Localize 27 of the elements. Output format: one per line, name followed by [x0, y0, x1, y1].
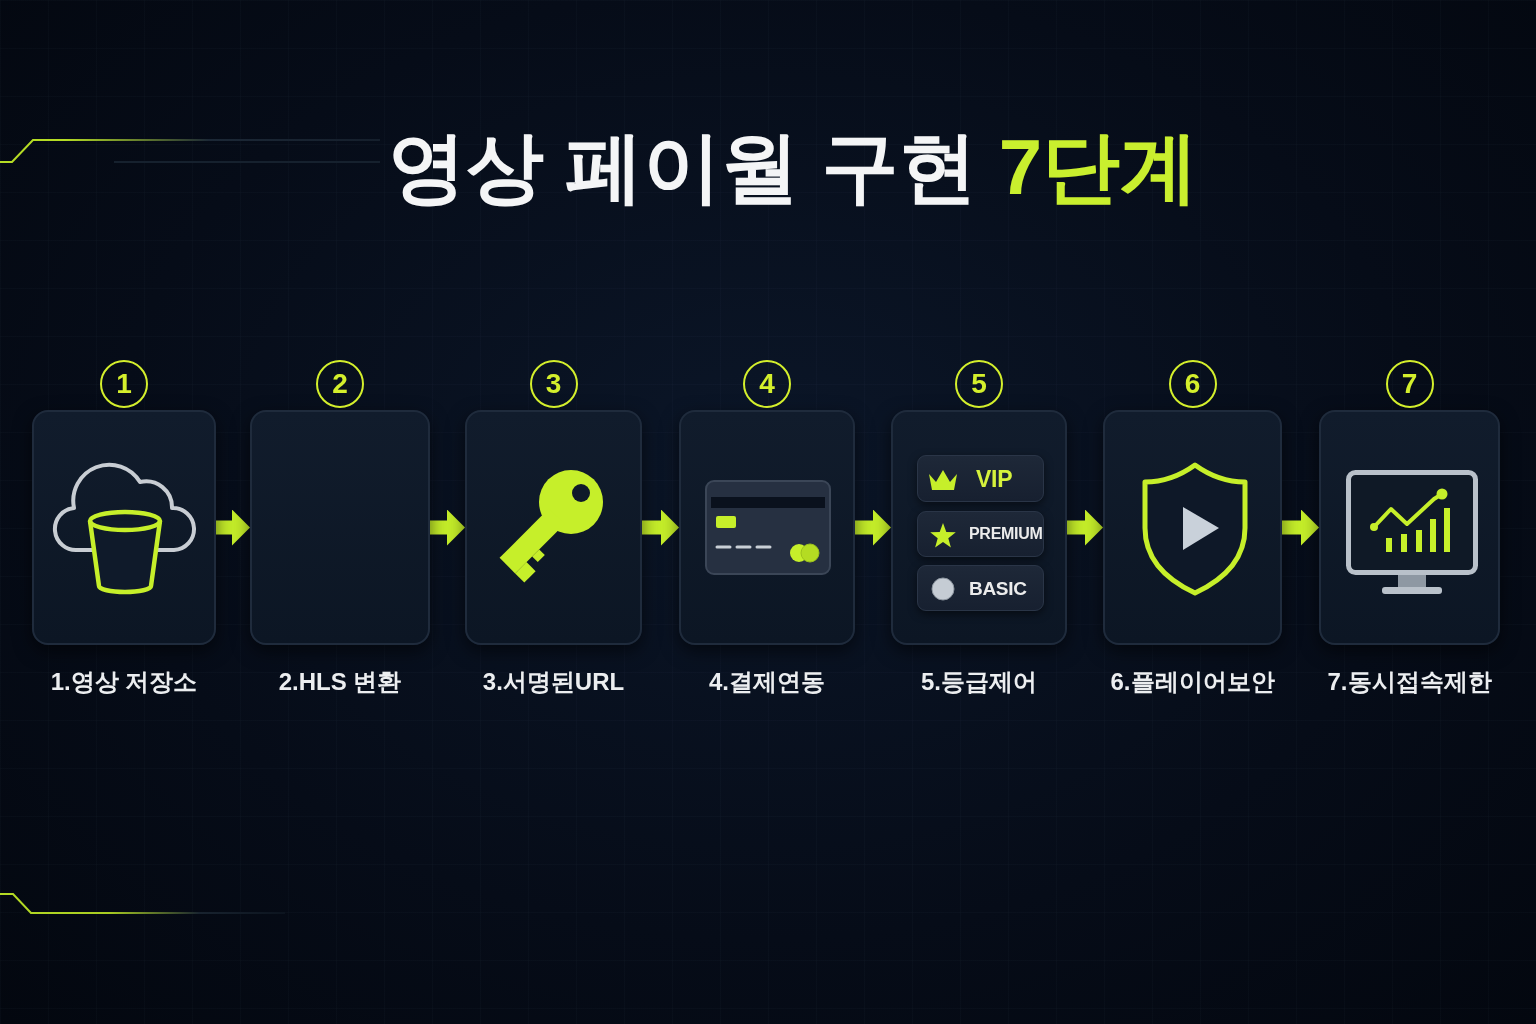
tier-name: BASIC: [969, 578, 1027, 598]
step-number-badge: 3: [529, 360, 578, 408]
step-label: 7.동시접속제한: [1327, 669, 1492, 696]
tier-name: VIP: [976, 467, 1013, 490]
tier-box: [917, 455, 1044, 502]
arrow: [855, 509, 891, 546]
arrow: [430, 509, 465, 546]
arrow: [1067, 509, 1103, 546]
step-number-badge: 1: [100, 360, 148, 408]
step-label: 6.플레이어보안: [1110, 669, 1275, 696]
step-number-badge: 7: [1385, 360, 1434, 408]
step-number-badge: 5: [955, 360, 1003, 408]
step-label: 4.결제연동: [709, 669, 825, 696]
title: 영상 페이월 구현 7단계: [387, 128, 1199, 206]
step-number-badge: 4: [743, 360, 791, 408]
step-label: 2.HLS 변환: [278, 669, 402, 696]
arrow: [642, 509, 679, 546]
tier-name: PREMIUM: [969, 526, 1043, 542]
step-label: 5.등급제어: [921, 669, 1037, 696]
step-label: 1.영상 저장소: [50, 669, 198, 696]
tier-box: [917, 511, 1044, 557]
arrow: [1282, 509, 1319, 546]
arrow: [216, 509, 250, 546]
step-number-badge: 6: [1168, 360, 1217, 408]
step-label: 3.서명된URL: [482, 669, 625, 696]
tier-box: [917, 565, 1044, 611]
step-number-badge: 2: [316, 360, 364, 408]
